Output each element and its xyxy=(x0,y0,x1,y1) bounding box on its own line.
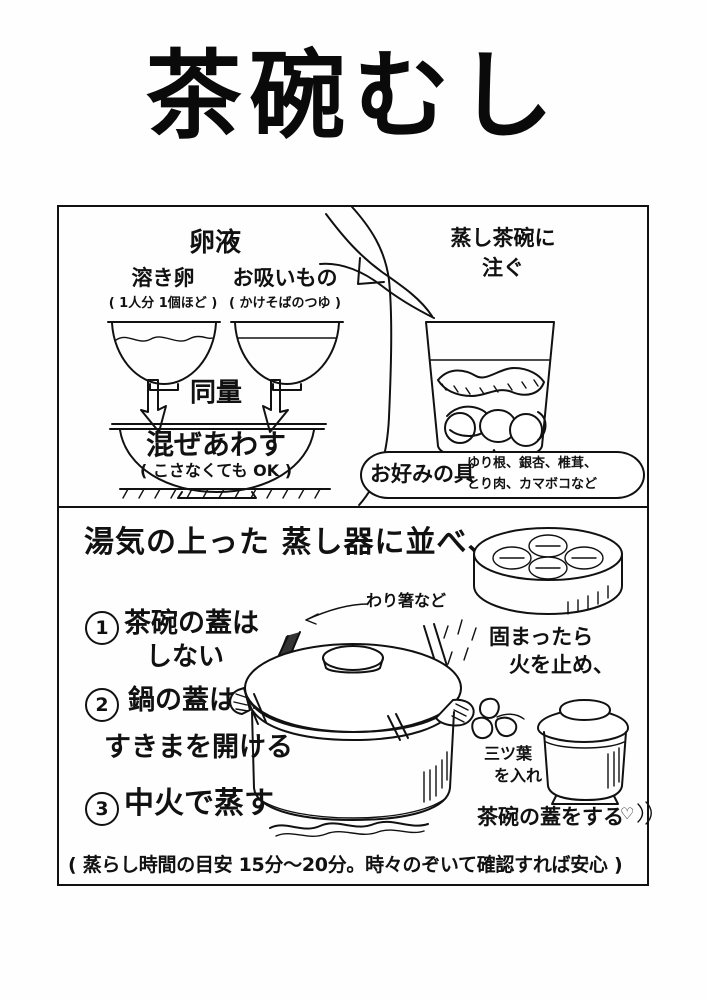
set-note-line-1: 固まったら xyxy=(489,625,594,649)
table-surface-hatch xyxy=(119,488,331,499)
step-1-number: 1 xyxy=(85,611,119,645)
lid-note-heart: ♡ xyxy=(620,804,635,823)
page-title: 茶碗むし xyxy=(145,40,562,152)
chopstick-note-arrow-icon xyxy=(305,603,369,625)
footer-note-box xyxy=(57,845,649,886)
beaten-egg-note: ( 1人分 1個ほど ) xyxy=(108,296,218,311)
steaming-heading: 湯気の上った 蒸し器に並べ、 xyxy=(84,525,499,560)
soup-label: お吸いもの xyxy=(232,266,338,290)
arrow-down-right-icon xyxy=(262,379,289,433)
ingredients-items-line-2: とり肉、カマボコなど xyxy=(467,477,598,492)
ingredients-label: お好みの具 xyxy=(370,462,475,486)
pour-note-line-2: 注ぐ xyxy=(482,256,524,280)
lid-note: 茶碗の蓋をする xyxy=(477,805,624,829)
egg-mixture-heading: 卵液 xyxy=(188,228,242,258)
step-3-number: 3 xyxy=(85,792,119,826)
pour-flow-arrow-icon xyxy=(319,213,435,319)
beaten-egg-bowl-icon xyxy=(107,321,221,391)
mixing-bowl-icon xyxy=(109,423,327,499)
arrow-down-left-icon xyxy=(140,379,167,433)
soup-bowl-icon xyxy=(230,321,344,391)
mitsuba-leaf-icon xyxy=(471,697,525,739)
footer-note: ( 蒸らし時間の目安 15分～20分。時々のぞいて確認すれば安心 ) xyxy=(68,854,623,876)
equal-amount-label: 同量 xyxy=(189,378,243,408)
sparkle-lines-icon xyxy=(637,801,652,825)
step-3-line-1: 中火で蒸す xyxy=(124,786,274,821)
steaming-cup-with-ingredients xyxy=(425,321,555,467)
finished-cup-with-lid-icon xyxy=(537,699,629,805)
step-2-number: 2 xyxy=(85,688,119,722)
beaten-egg-label: 溶き卵 xyxy=(131,266,195,290)
steam-marks-icon xyxy=(443,619,477,665)
step-2-line-1: 鍋の蓋は xyxy=(128,685,236,716)
step-2-line-2: すきまを開ける xyxy=(104,732,293,763)
mix-label: 混ぜあわす xyxy=(145,428,287,461)
pot-with-propped-lid-illustration xyxy=(229,623,475,837)
soup-note: ( かけそばのつゆ ) xyxy=(229,296,341,311)
step-1-line-1: 茶碗の蓋は xyxy=(124,608,259,639)
steamer-basket-icon xyxy=(473,527,623,615)
mitsuba-line-2: を入れ xyxy=(494,766,543,785)
mitsuba-line-1: 三ツ葉 xyxy=(484,744,533,763)
mix-note: ( こさなくても OK ) xyxy=(139,461,293,480)
ingredients-items-line-1: ゆり根、銀杏、椎茸、 xyxy=(467,456,598,471)
chopstick-note: わり箸など xyxy=(366,591,447,610)
step-1-line-2: しない xyxy=(146,642,225,672)
pour-note-line-1: 蒸し茶碗に xyxy=(450,226,556,250)
ingredients-bubble xyxy=(360,451,645,499)
set-note-line-2: 火を止め、 xyxy=(509,653,614,677)
